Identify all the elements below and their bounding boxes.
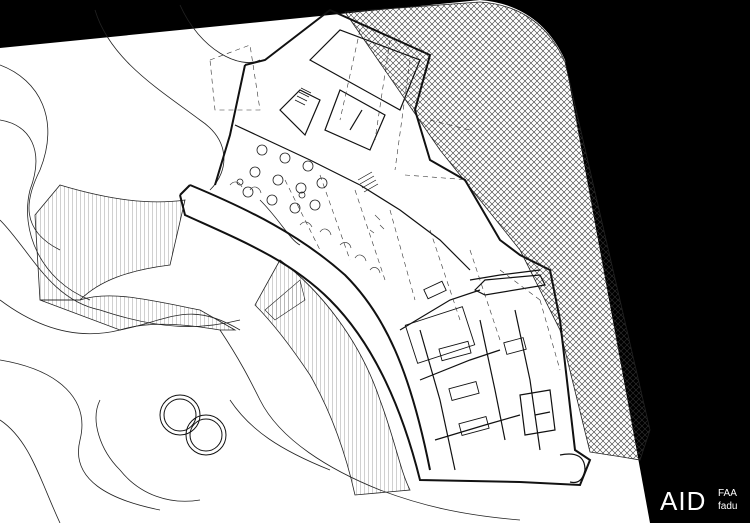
- planting: [229, 181, 385, 274]
- stairs: [294, 87, 379, 193]
- watermark-line-1: FAA: [718, 488, 737, 499]
- amphitheatre-seating: [34, 184, 411, 496]
- dining-tables: [236, 144, 328, 214]
- watermark-line-2: fadu: [718, 501, 738, 512]
- tanks: [159, 394, 227, 456]
- hatched-ground: [344, 1, 651, 461]
- grid-axes: [209, 29, 561, 371]
- aid-watermark-logo: AID FAA fadu: [660, 486, 748, 520]
- building-outline: [179, 8, 592, 487]
- rooms: [404, 280, 527, 436]
- watermark-main-text: AID: [660, 486, 707, 516]
- interior-walls: [234, 29, 586, 484]
